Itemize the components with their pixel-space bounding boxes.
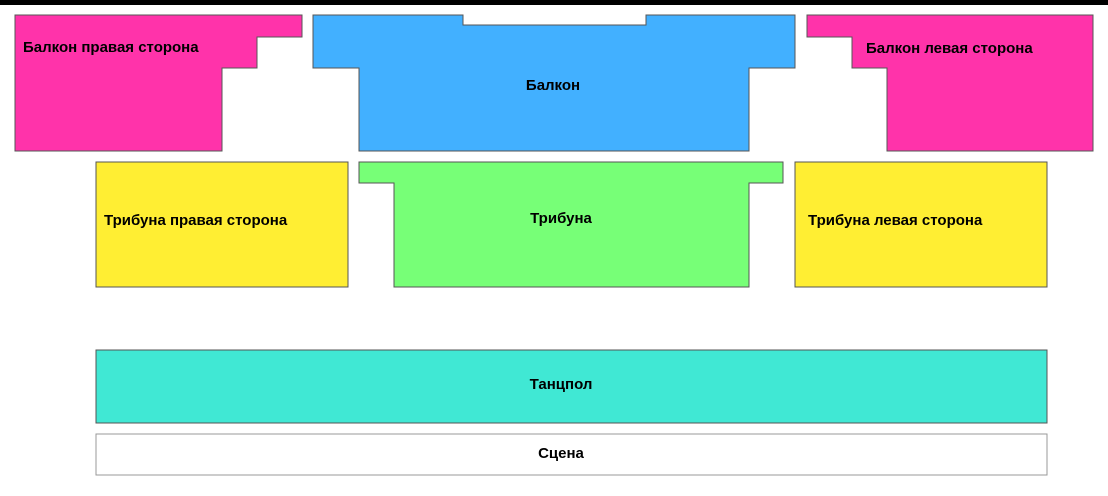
zone-tribune-left-label: Трибуна левая сторона [808, 212, 983, 229]
top-border [0, 0, 1108, 5]
zone-balcony-right[interactable] [14, 14, 303, 152]
zone-tribune-right-label: Трибуна правая сторона [104, 212, 288, 229]
stage-label: Сцена [538, 445, 584, 462]
zone-balcony-left-label: Балкон левая сторона [866, 40, 1033, 57]
zone-tribune[interactable] [358, 161, 784, 288]
zone-balcony-left[interactable] [806, 14, 1094, 152]
zone-dancefloor[interactable] [95, 349, 1048, 424]
zone-tribune-label: Трибуна [530, 210, 592, 227]
zone-dancefloor-label: Танцпол [530, 376, 593, 393]
zone-balcony-label: Балкон [526, 77, 580, 94]
zone-tribune-left[interactable] [794, 161, 1048, 288]
zone-tribune-right[interactable] [95, 161, 349, 288]
zone-balcony-right-label: Балкон правая сторона [23, 39, 199, 56]
zone-balcony[interactable] [312, 14, 796, 152]
stage [95, 433, 1048, 476]
